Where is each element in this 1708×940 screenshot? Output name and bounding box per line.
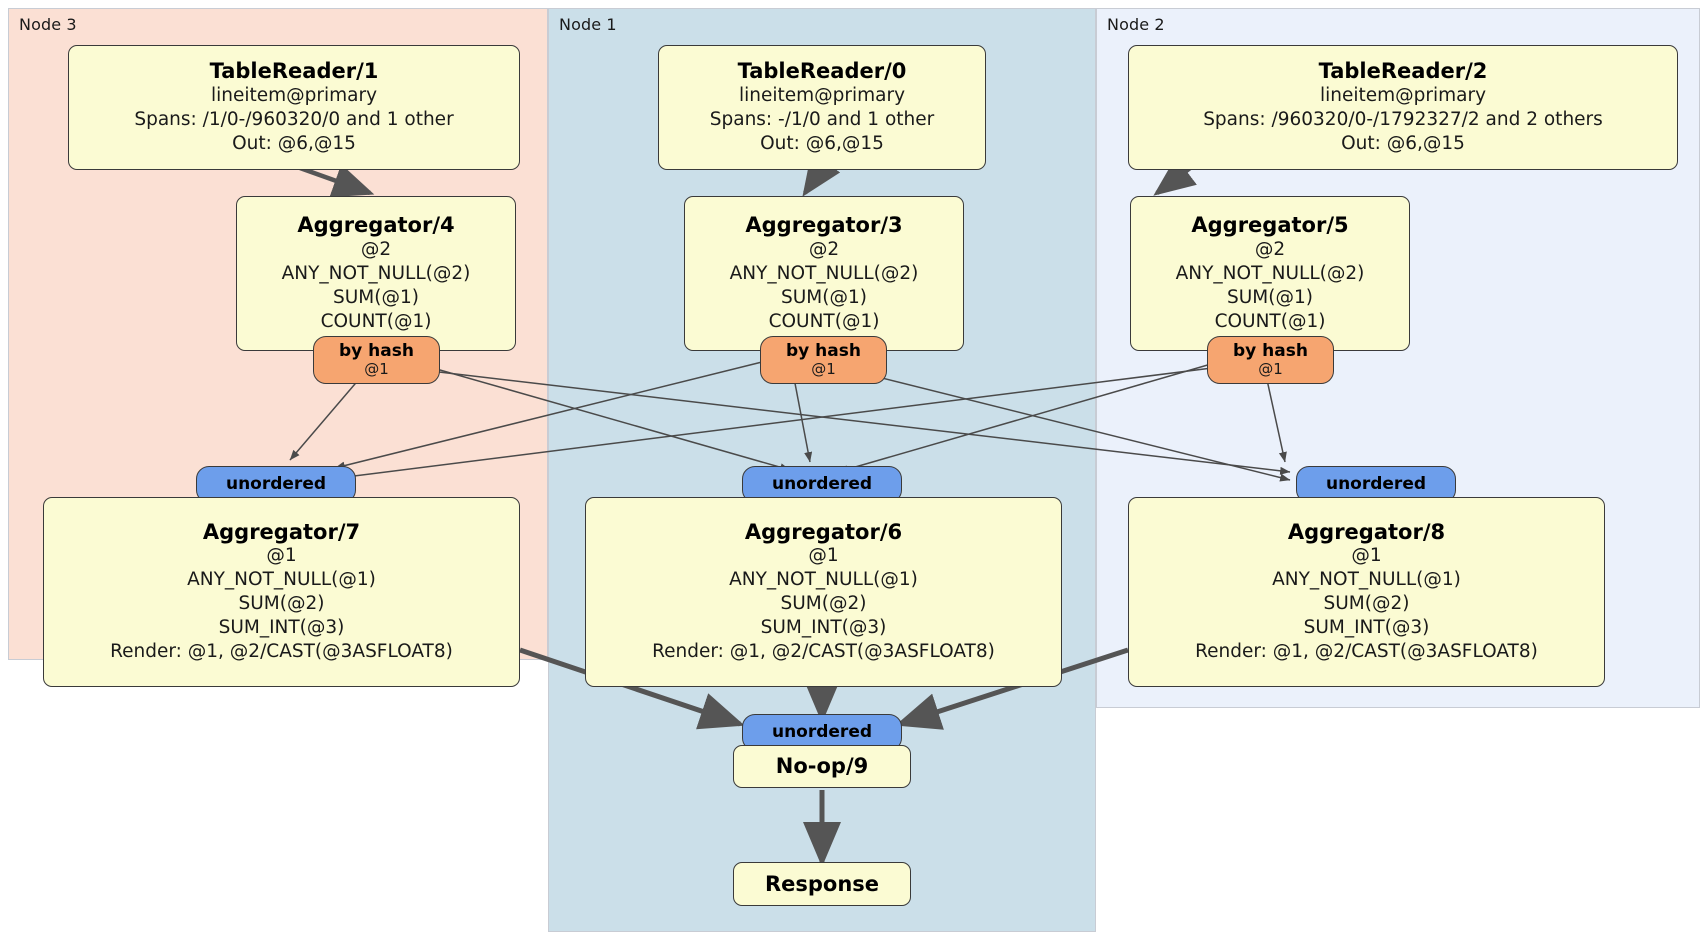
output-router-badge-by-hash-right[interactable]: by hash @1: [1207, 336, 1334, 384]
processor-line: SUM(@1): [1227, 286, 1313, 308]
badge-label: by hash: [339, 341, 414, 362]
badge-label: unordered: [771, 473, 873, 494]
processor-title: TableReader/0: [737, 59, 907, 84]
processor-title: No-op/9: [775, 754, 869, 779]
output-router-badge-by-hash-center[interactable]: by hash @1: [760, 336, 887, 384]
input-synchronizer-badge-unordered-center[interactable]: unordered: [742, 466, 902, 503]
processor-line: @2: [808, 238, 840, 260]
processor-line: SUM_INT(@3): [218, 617, 345, 639]
processor-line: Out: @6,@15: [1341, 132, 1465, 154]
output-router-badge-by-hash-left[interactable]: by hash @1: [313, 336, 440, 384]
processor-aggregator-5[interactable]: Aggregator/5 @2 ANY_NOT_NULL(@2) SUM(@1)…: [1130, 196, 1410, 351]
input-synchronizer-badge-unordered-final[interactable]: unordered: [742, 714, 902, 751]
processor-line: Spans: /1/0-/960320/0 and 1 other: [134, 108, 454, 130]
processor-line: Spans: /960320/0-/1792327/2 and 2 others: [1203, 108, 1603, 130]
processor-title: Aggregator/4: [297, 213, 455, 238]
processor-line: ANY_NOT_NULL(@2): [281, 262, 471, 284]
processor-title: Aggregator/5: [1191, 213, 1349, 238]
processor-aggregator-6[interactable]: Aggregator/6 @1 ANY_NOT_NULL(@1) SUM(@2)…: [585, 497, 1062, 687]
processor-aggregator-7[interactable]: Aggregator/7 @1 ANY_NOT_NULL(@1) SUM(@2)…: [43, 497, 520, 687]
processor-response[interactable]: Response: [733, 862, 911, 906]
node-region-label-node3: Node 3: [19, 15, 77, 34]
processor-line: @1: [1351, 545, 1382, 567]
processor-line: ANY_NOT_NULL(@2): [729, 262, 919, 284]
node-region-label-node1: Node 1: [559, 15, 617, 34]
processor-line: SUM_INT(@3): [1303, 617, 1430, 639]
processor-line: @1: [266, 545, 297, 567]
badge-label: unordered: [771, 721, 873, 742]
processor-title: Aggregator/7: [202, 519, 361, 544]
processor-line: COUNT(@1): [768, 310, 880, 332]
processor-line: Out: @6,@15: [760, 132, 884, 154]
badge-label: unordered: [225, 473, 327, 494]
processor-line: @2: [360, 238, 392, 260]
badge-label: unordered: [1325, 473, 1427, 494]
processor-title: Response: [764, 871, 880, 896]
processor-line: SUM(@2): [238, 593, 325, 615]
processor-line: SUM(@2): [780, 593, 867, 615]
processor-line: ANY_NOT_NULL(@2): [1175, 262, 1365, 284]
processor-line: @1: [808, 545, 839, 567]
processor-tablereader-1[interactable]: TableReader/1 lineitem@primary Spans: /1…: [68, 45, 520, 170]
processor-title: TableReader/1: [209, 59, 379, 84]
input-synchronizer-badge-unordered-right[interactable]: unordered: [1296, 466, 1456, 503]
processor-line: SUM(@1): [333, 286, 419, 308]
processor-line: Out: @6,@15: [232, 132, 356, 154]
badge-sublabel: @1: [811, 360, 836, 379]
processor-aggregator-3[interactable]: Aggregator/3 @2 ANY_NOT_NULL(@2) SUM(@1)…: [684, 196, 964, 351]
processor-aggregator-8[interactable]: Aggregator/8 @1 ANY_NOT_NULL(@1) SUM(@2)…: [1128, 497, 1605, 687]
processor-line: ANY_NOT_NULL(@1): [187, 569, 376, 591]
processor-line: SUM(@1): [781, 286, 867, 308]
processor-line: COUNT(@1): [320, 310, 432, 332]
processor-line: lineitem@primary: [738, 84, 906, 106]
processor-line: Spans: -/1/0 and 1 other: [709, 108, 935, 130]
badge-label: by hash: [786, 341, 861, 362]
processor-render-line: Render: @1, @2/CAST(@3ASFLOAT8): [1195, 641, 1538, 663]
processor-line: SUM_INT(@3): [760, 617, 887, 639]
badge-label: by hash: [1233, 341, 1308, 362]
processor-tablereader-0[interactable]: TableReader/0 lineitem@primary Spans: -/…: [658, 45, 986, 170]
processor-title: TableReader/2: [1318, 59, 1488, 84]
processor-title: Aggregator/3: [745, 213, 903, 238]
processor-line: ANY_NOT_NULL(@1): [729, 569, 918, 591]
badge-sublabel: @1: [1258, 360, 1283, 379]
processor-no-op-9[interactable]: No-op/9: [733, 745, 911, 788]
processor-line: lineitem@primary: [210, 84, 378, 106]
badge-sublabel: @1: [364, 360, 389, 379]
processor-line: @2: [1254, 238, 1286, 260]
processor-line: COUNT(@1): [1214, 310, 1326, 332]
node-region-label-node2: Node 2: [1107, 15, 1165, 34]
processor-line: lineitem@primary: [1319, 84, 1487, 106]
processor-title: Aggregator/6: [744, 519, 903, 544]
processor-line: SUM(@2): [1323, 593, 1410, 615]
processor-tablereader-2[interactable]: TableReader/2 lineitem@primary Spans: /9…: [1128, 45, 1678, 170]
processor-render-line: Render: @1, @2/CAST(@3ASFLOAT8): [652, 641, 995, 663]
processor-line: ANY_NOT_NULL(@1): [1272, 569, 1461, 591]
processor-title: Aggregator/8: [1287, 519, 1446, 544]
processor-aggregator-4[interactable]: Aggregator/4 @2 ANY_NOT_NULL(@2) SUM(@1)…: [236, 196, 516, 351]
processor-render-line: Render: @1, @2/CAST(@3ASFLOAT8): [110, 641, 453, 663]
